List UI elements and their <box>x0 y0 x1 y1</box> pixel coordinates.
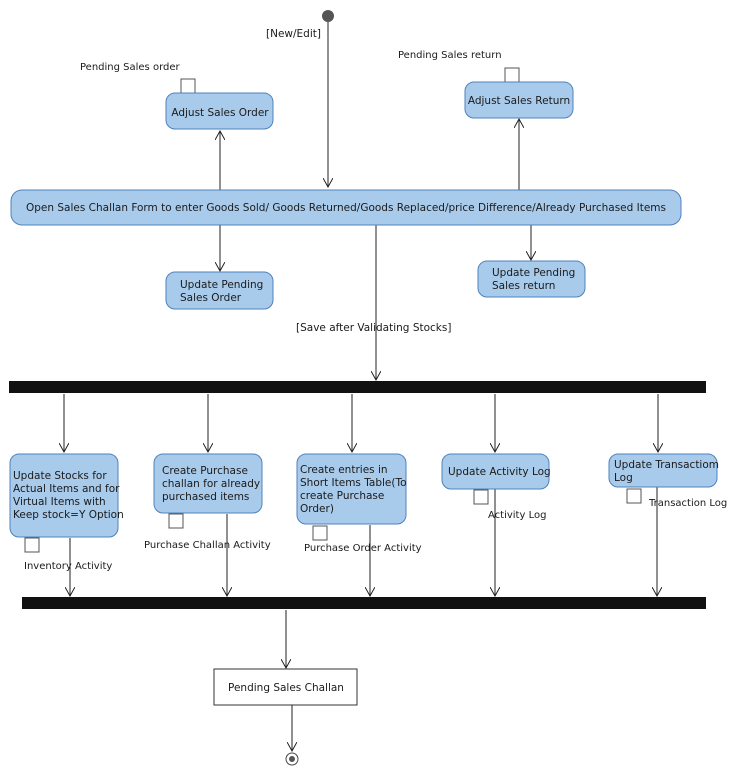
action-label-line: Update Pending <box>492 267 575 279</box>
object-pending-sales-challan: Pending Sales Challan <box>213 668 358 706</box>
final-node <box>285 752 299 766</box>
action-label-line: challan for already <box>162 478 260 490</box>
join-bar <box>22 597 706 609</box>
action-label-line: purchased items <box>162 491 249 503</box>
action-label-line: Sales Order <box>180 292 242 304</box>
action-open-sales-challan: Open Sales Challan Form to enter Goods S… <box>10 189 682 226</box>
action-label-line: Sales return <box>492 280 555 292</box>
pin-label-transaction-log: Transaction Log <box>648 498 727 509</box>
action-label-line: Short Items Table(To <box>300 477 407 489</box>
action-label-line: Log <box>614 472 633 484</box>
pin-purchase-order-activity <box>312 525 328 541</box>
action-label-line: Update Transactiom <box>614 459 719 471</box>
pin-purchase-challan-activity <box>168 513 184 529</box>
action-label-line: Update Activity Log <box>448 466 551 478</box>
guard-new-edit: [New/Edit] <box>266 28 321 40</box>
pin-activity-log <box>473 489 489 505</box>
action-label-line: Update Pending <box>180 279 263 291</box>
pin-transaction-log <box>626 488 642 504</box>
action-label-line: Pending Sales Challan <box>228 682 344 694</box>
pin-label-inventory-activity: Inventory Activity <box>24 561 112 572</box>
edges <box>64 22 658 751</box>
action-label-line: Adjust Sales Order <box>171 107 269 119</box>
pin-label-activity-log: Activity Log <box>488 510 546 521</box>
action-label-line: Create entries in <box>300 464 388 476</box>
action-adjust-sales-order: Adjust Sales Order <box>165 92 274 130</box>
action-label-line: Open Sales Challan Form to enter Goods S… <box>26 202 666 214</box>
pin-label-purchase-order-activity: Purchase Order Activity <box>304 543 422 554</box>
action-label-line: create Purchase <box>300 490 384 502</box>
pin-label-pending-sales-order: Pending Sales order <box>80 62 181 73</box>
pin-pending-sales-return <box>504 67 520 83</box>
action-adjust-sales-return: Adjust Sales Return <box>464 81 574 119</box>
action-label-line: Adjust Sales Return <box>468 95 570 107</box>
initial-node <box>322 10 334 22</box>
action-update-activity-log: Update Activity Log <box>441 453 551 490</box>
action-label-line: Create Purchase <box>162 465 248 477</box>
pin-label-pending-sales-return: Pending Sales return <box>398 50 502 61</box>
action-label-line: Keep stock=Y Option <box>13 509 124 521</box>
action-label-line: Order) <box>300 503 334 515</box>
pin-inventory-activity <box>24 537 40 553</box>
pin-label-purchase-challan-activity: Purchase Challan Activity <box>144 540 271 551</box>
pin-pending-sales-order <box>180 78 196 94</box>
action-label-line: Update Stocks for <box>13 470 107 482</box>
action-label-line: Virtual Items with <box>13 496 106 508</box>
fork-bar <box>9 381 706 393</box>
action-label-line: Actual Items and for <box>13 483 120 495</box>
guard-save-validate: [Save after Validating Stocks] <box>296 322 451 334</box>
